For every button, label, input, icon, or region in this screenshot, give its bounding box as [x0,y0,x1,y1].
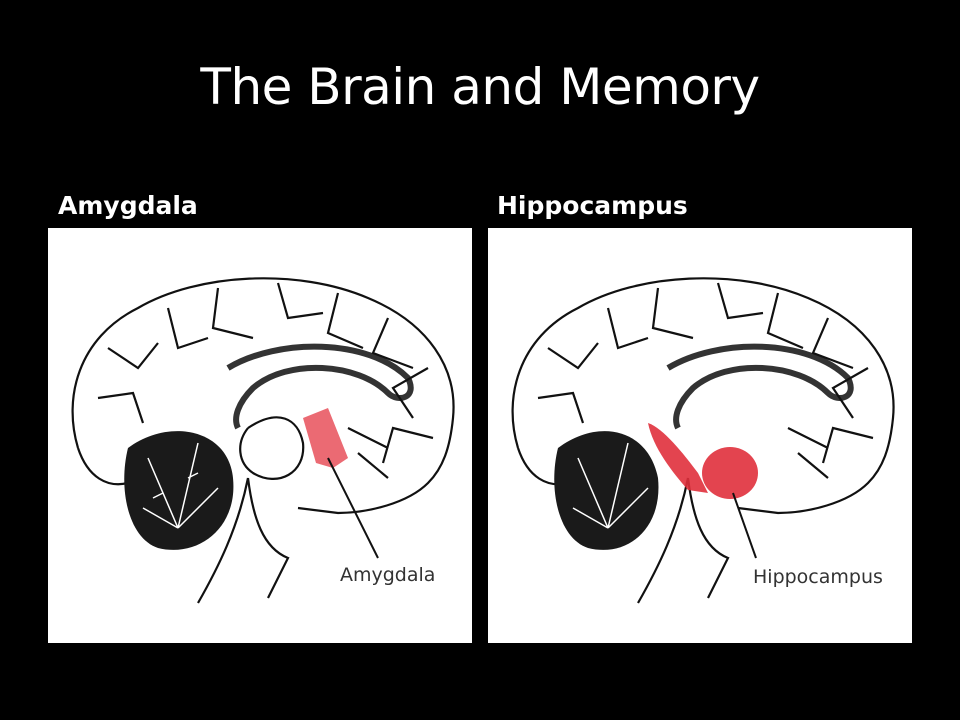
amygdala-brain-image: Amygdala [48,228,472,643]
amygdala-heading: Amygdala [58,191,198,220]
brain-illustration [511,277,895,604]
hippocampus-highlight [648,423,758,499]
amygdala-highlight [303,408,348,468]
amygdala-figure-label: Amygdala [340,564,436,586]
hippocampus-brain-image: Hippocampus [488,228,912,643]
brain-illustration [71,277,455,604]
slide-title: The Brain and Memory [200,58,760,116]
hippocampus-heading: Hippocampus [497,191,688,220]
hippocampus-figure-label: Hippocampus [753,566,883,588]
